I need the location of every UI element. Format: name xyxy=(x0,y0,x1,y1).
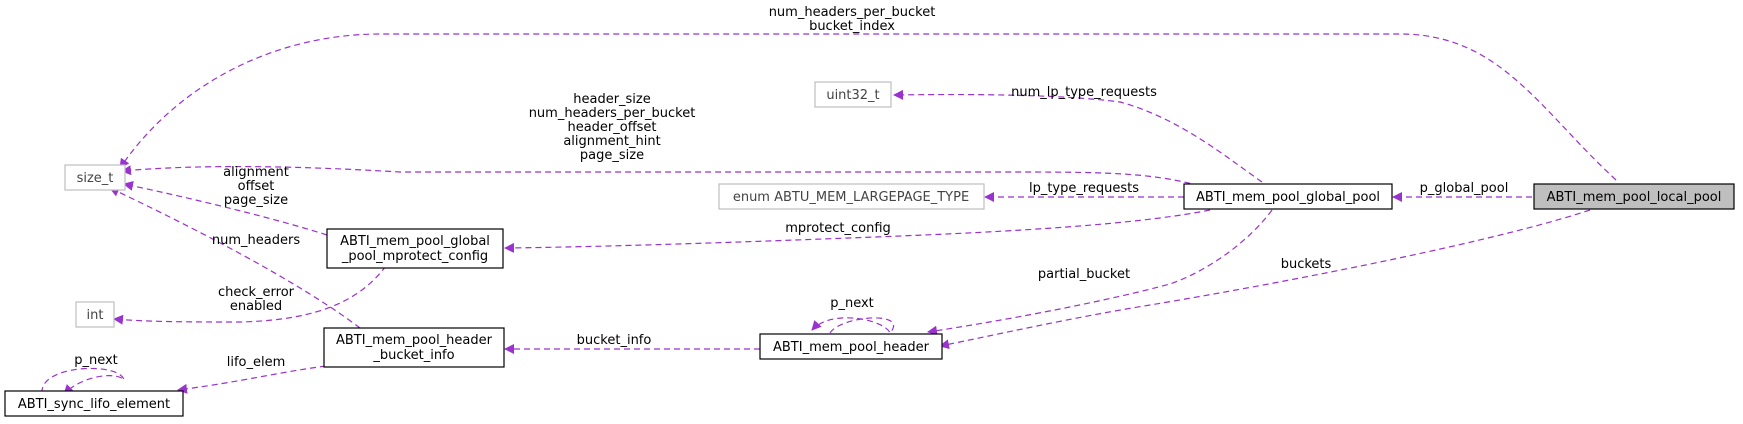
edge-bucket-info-to-lifo xyxy=(177,365,327,394)
edge-local-to-header xyxy=(939,209,1591,350)
node-uint32-t[interactable]: uint32_t xyxy=(814,81,892,108)
label-global-to-uint32: num_lp_type_requests xyxy=(1011,85,1157,100)
node-lifo-element-label: ABTI_sync_lifo_element xyxy=(18,397,170,412)
node-uint32-t-label: uint32_t xyxy=(826,88,879,103)
node-mprotect-config-label-1: ABTI_mem_pool_global xyxy=(340,234,490,249)
label-local-to-global: p_global_pool xyxy=(1420,181,1509,196)
edge-global-to-mprotect xyxy=(504,209,1211,253)
label-mprotect-to-size-t-3: page_size xyxy=(224,193,288,208)
node-header-box xyxy=(759,333,943,360)
node-int-label: int xyxy=(87,308,104,323)
label-global-to-size-t-2: num_headers_per_bucket xyxy=(529,106,696,121)
node-bucket-info[interactable]: ABTI_mem_pool_header _bucket_info xyxy=(323,327,505,368)
edge-bucket-info-to-size-t xyxy=(109,187,361,329)
nodes-layer: size_t uint32_t int enum ABTU_MEM_LARGEP… xyxy=(4,81,1735,417)
node-local-pool-box xyxy=(1533,183,1735,210)
label-global-to-mprotect: mprotect_config xyxy=(785,221,891,236)
edges-layer xyxy=(41,33,1617,395)
node-mprotect-config-box xyxy=(326,228,504,269)
label-global-to-size-t-3: header_offset xyxy=(567,120,656,135)
node-mprotect-config[interactable]: ABTI_mem_pool_global _pool_mprotect_conf… xyxy=(326,228,504,269)
node-global-pool[interactable]: ABTI_mem_pool_global_pool xyxy=(1183,183,1393,210)
label-global-to-enum: lp_type_requests xyxy=(1029,181,1139,196)
node-enum-label: enum ABTU_MEM_LARGEPAGE_TYPE xyxy=(733,190,969,205)
edge-global-to-header xyxy=(927,209,1273,336)
node-lifo-element-box xyxy=(4,390,184,417)
node-uint32-t-box xyxy=(814,81,892,108)
node-enum-largepage-type[interactable]: enum ABTU_MEM_LARGEPAGE_TYPE xyxy=(718,183,985,210)
label-global-to-size-t-4: alignment_hint xyxy=(563,134,660,149)
label-local-to-size-t-1: num_headers_per_bucket xyxy=(769,5,936,20)
node-lifo-element[interactable]: ABTI_sync_lifo_element xyxy=(4,390,184,417)
node-header-label: ABTI_mem_pool_header xyxy=(773,340,930,355)
node-local-pool-label: ABTI_mem_pool_local_pool xyxy=(1547,190,1722,205)
node-global-pool-box xyxy=(1183,183,1393,210)
label-bucket-info-to-size-t: num_headers xyxy=(212,233,300,248)
edge-lifo-self xyxy=(41,367,125,395)
label-mprotect-to-size-t-1: alignment xyxy=(223,165,289,180)
node-int[interactable]: int xyxy=(75,301,115,328)
edge-labels-layer: num_headers_per_bucket bucket_index head… xyxy=(74,5,1508,370)
label-mprotect-to-size-t-2: offset xyxy=(238,179,275,194)
node-bucket-info-box xyxy=(323,327,505,368)
label-bucket-info-to-lifo: lifo_elem xyxy=(227,355,286,370)
edge-local-to-size-t xyxy=(119,33,1617,181)
label-header-self: p_next xyxy=(830,296,874,311)
node-local-pool[interactable]: ABTI_mem_pool_local_pool xyxy=(1533,183,1735,210)
label-mprotect-to-int-1: check_error xyxy=(218,285,295,300)
label-header-to-bucket-info: bucket_info xyxy=(577,333,652,348)
label-local-to-size-t-2: bucket_index xyxy=(809,19,895,34)
node-size-t[interactable]: size_t xyxy=(64,164,126,191)
node-bucket-info-label-1: ABTI_mem_pool_header xyxy=(336,333,493,348)
node-size-t-box xyxy=(64,164,126,191)
node-mprotect-config-label-2: _pool_mprotect_config xyxy=(341,249,488,264)
edge-global-to-size-t xyxy=(121,165,1201,187)
node-global-pool-label: ABTI_mem_pool_global_pool xyxy=(1196,190,1380,205)
label-lifo-self: p_next xyxy=(74,353,118,368)
node-enum-box xyxy=(718,183,985,210)
label-local-to-header: buckets xyxy=(1281,257,1332,272)
node-bucket-info-label-2: _bucket_info xyxy=(372,348,454,363)
label-global-to-size-t-5: page_size xyxy=(580,148,644,163)
node-int-box xyxy=(75,301,115,328)
edge-mprotect-to-int xyxy=(113,265,387,325)
label-mprotect-to-int-2: enabled xyxy=(230,299,282,314)
edge-mprotect-to-size-t xyxy=(123,180,328,236)
edge-global-to-uint32 xyxy=(893,89,1263,183)
label-global-to-header: partial_bucket xyxy=(1038,267,1130,282)
edge-header-self xyxy=(811,317,894,335)
label-global-to-size-t-1: header_size xyxy=(573,92,651,107)
node-size-t-label: size_t xyxy=(77,171,114,186)
node-header[interactable]: ABTI_mem_pool_header xyxy=(759,333,943,360)
